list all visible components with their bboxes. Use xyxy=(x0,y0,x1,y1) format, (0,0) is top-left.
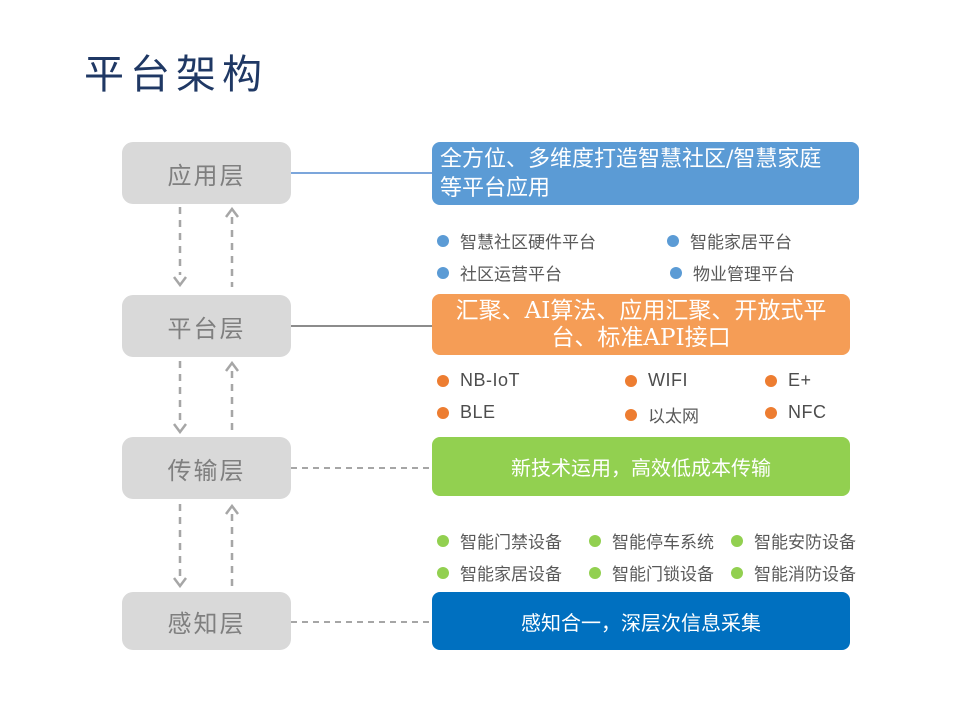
layer-label-platform: 平台层 xyxy=(167,314,246,343)
bullet-icon xyxy=(670,266,682,279)
description-line: 感知合一，深层次信息采集 xyxy=(521,610,761,635)
layer-box-platform: 平台层 xyxy=(122,295,291,357)
list-item: WIFI xyxy=(625,370,688,391)
arrow-down-application-platform xyxy=(173,207,187,287)
bullet-icon xyxy=(589,534,601,547)
bullet-icon xyxy=(731,534,743,547)
list-item: 智能安防设备 xyxy=(731,528,856,553)
bullet-icon xyxy=(667,234,679,247)
description-box-application: 全方位、多维度打造智慧社区/智慧家庭 等平台应用 xyxy=(432,142,859,205)
description-line: 汇聚、AI算法、应用汇聚、开放式平 xyxy=(455,298,827,324)
layer-label-application: 应用层 xyxy=(167,161,246,190)
connector-application xyxy=(291,172,432,174)
list-item: 以太网 xyxy=(625,402,699,427)
connector-platform xyxy=(291,325,432,327)
description-box-platform: 汇聚、AI算法、应用汇聚、开放式平 台、标准API接口 xyxy=(432,294,850,355)
bullet-icon xyxy=(437,266,449,279)
layer-box-transport: 传输层 xyxy=(122,437,291,499)
description-line: 台、标准API接口 xyxy=(551,325,731,351)
arrow-down-platform-transport xyxy=(173,361,187,434)
layer-label-perception: 感知层 xyxy=(167,609,246,638)
list-item: BLE xyxy=(437,402,496,423)
connector-transport xyxy=(291,467,432,469)
list-item: NFC xyxy=(765,402,827,423)
arrow-up-perception-transport xyxy=(225,504,239,588)
bullet-icon xyxy=(437,234,449,247)
page-title: 平台架构 xyxy=(84,52,268,98)
bullet-icon xyxy=(625,374,637,387)
layer-box-perception: 感知层 xyxy=(122,592,291,650)
layer-label-transport: 传输层 xyxy=(167,456,246,485)
bullet-icon xyxy=(731,566,743,579)
list-item: 智能家居设备 xyxy=(437,560,562,585)
description-box-perception: 感知合一，深层次信息采集 xyxy=(432,592,850,650)
list-item: 物业管理平台 xyxy=(670,260,795,285)
bullet-icon xyxy=(765,406,777,419)
connector-perception xyxy=(291,621,432,623)
list-item: NB-IoT xyxy=(437,370,520,391)
bullet-icon xyxy=(765,374,777,387)
list-item: 智慧社区硬件平台 xyxy=(437,228,596,253)
bullet-icon xyxy=(437,534,449,547)
description-box-transport: 新技术运用，高效低成本传输 xyxy=(432,437,850,496)
bullet-icon xyxy=(437,374,449,387)
bullet-icon xyxy=(589,566,601,579)
arrow-up-transport-platform xyxy=(225,361,239,434)
description-line: 新技术运用，高效低成本传输 xyxy=(511,456,771,480)
bullet-icon xyxy=(437,566,449,579)
description-line: 全方位、多维度打造智慧社区/智慧家庭 xyxy=(440,147,822,172)
layer-box-application: 应用层 xyxy=(122,142,291,204)
description-line: 等平台应用 xyxy=(440,176,551,201)
list-item: 智能门锁设备 xyxy=(589,560,714,585)
list-item: 智能停车系统 xyxy=(589,528,714,553)
bullet-icon xyxy=(625,408,637,421)
list-item: 智能门禁设备 xyxy=(437,528,562,553)
arrow-down-transport-perception xyxy=(173,504,187,588)
list-item: E+ xyxy=(765,370,812,391)
list-item: 智能消防设备 xyxy=(731,560,856,585)
list-item: 智能家居平台 xyxy=(667,228,792,253)
bullet-icon xyxy=(437,406,449,419)
arrow-up-platform-application xyxy=(225,207,239,287)
list-item: 社区运营平台 xyxy=(437,260,562,285)
